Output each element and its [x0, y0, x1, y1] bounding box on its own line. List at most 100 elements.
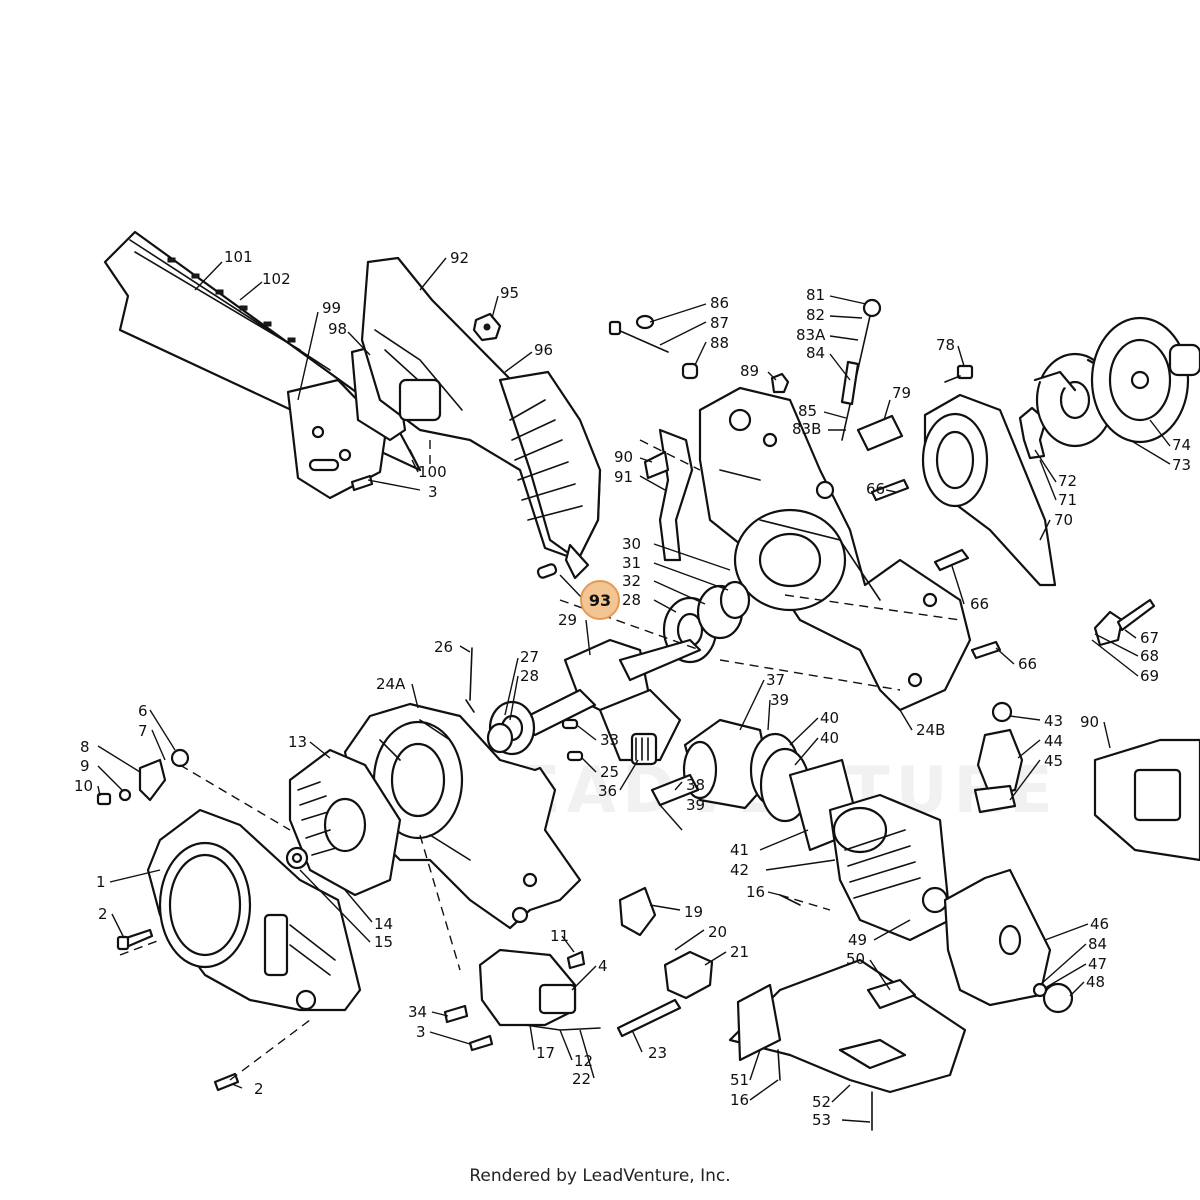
callout-38[interactable]: 38	[686, 776, 705, 794]
callout-66-a[interactable]: 66	[866, 480, 885, 498]
callout-67[interactable]: 67	[1140, 629, 1159, 647]
callout-70[interactable]: 70	[1054, 511, 1073, 529]
callout-41[interactable]: 41	[730, 841, 749, 859]
callout-96[interactable]: 96	[534, 341, 553, 359]
callout-27[interactable]: 27	[520, 648, 539, 666]
callout-16-upper[interactable]: 16	[746, 883, 765, 901]
piston-cylinder	[630, 718, 952, 942]
callout-79[interactable]: 79	[892, 384, 911, 402]
callout-47[interactable]: 47	[1088, 955, 1107, 973]
callout-53[interactable]: 53	[812, 1111, 831, 1129]
callout-101[interactable]: 101	[224, 248, 253, 266]
callout-26[interactable]: 26	[434, 638, 453, 656]
callout-33[interactable]: 33	[600, 731, 619, 749]
callout-68[interactable]: 68	[1140, 647, 1159, 665]
callout-44[interactable]: 44	[1044, 732, 1063, 750]
callout-12[interactable]: 12	[574, 1052, 593, 1070]
callout-86[interactable]: 86	[710, 294, 729, 312]
callout-71[interactable]: 71	[1058, 491, 1077, 509]
callout-37[interactable]: 37	[766, 671, 785, 689]
callout-11[interactable]: 11	[550, 927, 569, 945]
callout-84-upper[interactable]: 84	[806, 344, 825, 362]
clutch-assembly	[921, 316, 1200, 587]
callout-22[interactable]: 22	[572, 1070, 591, 1088]
callout-13[interactable]: 13	[288, 733, 307, 751]
callout-1[interactable]: 1	[96, 873, 106, 891]
callout-28-upper[interactable]: 28	[622, 591, 641, 609]
callout-39-upper[interactable]: 39	[770, 691, 789, 709]
callout-34[interactable]: 34	[408, 1003, 427, 1021]
callout-90-upper[interactable]: 90	[614, 448, 633, 466]
callout-14[interactable]: 14	[374, 915, 393, 933]
callout-2-upper[interactable]: 2	[98, 905, 108, 923]
callout-83b[interactable]: 83B	[792, 420, 821, 438]
callout-48[interactable]: 48	[1086, 973, 1105, 991]
callout-28-lower[interactable]: 28	[520, 667, 539, 685]
callout-43[interactable]: 43	[1044, 712, 1063, 730]
callout-21[interactable]: 21	[730, 943, 749, 961]
callout-32[interactable]: 32	[622, 572, 641, 590]
callout-31[interactable]: 31	[622, 554, 641, 572]
callout-69[interactable]: 69	[1140, 667, 1159, 685]
callout-23[interactable]: 23	[648, 1044, 667, 1062]
callout-29[interactable]: 29	[558, 611, 577, 629]
callout-49[interactable]: 49	[848, 931, 867, 949]
callout-40-b[interactable]: 40	[820, 729, 839, 747]
callout-100[interactable]: 100	[418, 463, 447, 481]
callout-52[interactable]: 52	[812, 1093, 831, 1111]
callout-19[interactable]: 19	[684, 903, 703, 921]
highlighted-callout-93[interactable]: 93	[559, 574, 620, 620]
callout-51[interactable]: 51	[730, 1071, 749, 1089]
callout-42[interactable]: 42	[730, 861, 749, 879]
callout-9[interactable]: 9	[80, 757, 90, 775]
callout-66-c[interactable]: 66	[1018, 655, 1037, 673]
callout-8[interactable]: 8	[80, 738, 90, 756]
highlight-marker	[580, 580, 620, 620]
callout-6[interactable]: 6	[138, 702, 148, 720]
callout-3-top[interactable]: 3	[428, 483, 438, 501]
callout-3-lower[interactable]: 3	[416, 1023, 426, 1041]
callout-4[interactable]: 4	[598, 957, 608, 975]
muffler	[943, 868, 1074, 1014]
callout-10[interactable]: 10	[74, 777, 93, 795]
callout-50[interactable]: 50	[846, 950, 865, 968]
callout-85[interactable]: 85	[798, 402, 817, 420]
callout-98[interactable]: 98	[328, 320, 347, 338]
callout-20[interactable]: 20	[708, 923, 727, 941]
callout-90-lower[interactable]: 90	[1080, 713, 1099, 731]
callout-84-lower[interactable]: 84	[1088, 935, 1107, 953]
callout-66-b[interactable]: 66	[970, 595, 989, 613]
callout-24b[interactable]: 24B	[916, 721, 945, 739]
callout-7[interactable]: 7	[138, 722, 148, 740]
callout-87[interactable]: 87	[710, 314, 729, 332]
callout-95[interactable]: 95	[500, 284, 519, 302]
callout-24a[interactable]: 24A	[376, 675, 406, 693]
callout-82[interactable]: 82	[806, 306, 825, 324]
callout-2-lower[interactable]: 2	[254, 1080, 264, 1098]
callout-16-lower[interactable]: 16	[730, 1091, 749, 1109]
callout-15[interactable]: 15	[374, 933, 393, 951]
callout-74[interactable]: 74	[1172, 436, 1191, 454]
callout-83a[interactable]: 83A	[796, 326, 826, 344]
callout-92[interactable]: 92	[450, 249, 469, 267]
callout-30[interactable]: 30	[622, 535, 641, 553]
callout-102[interactable]: 102	[262, 270, 291, 288]
callout-89[interactable]: 89	[740, 362, 759, 380]
callout-46[interactable]: 46	[1090, 915, 1109, 933]
callout-91[interactable]: 91	[614, 468, 633, 486]
callout-93[interactable]: 93	[589, 591, 611, 610]
callout-73[interactable]: 73	[1172, 456, 1191, 474]
callout-45[interactable]: 45	[1044, 752, 1063, 770]
callout-78[interactable]: 78	[936, 336, 955, 354]
leader-lines	[97, 257, 1171, 1123]
callout-39-lower[interactable]: 39	[686, 796, 705, 814]
callout-72[interactable]: 72	[1058, 472, 1077, 490]
assembly-lines	[119, 439, 961, 1081]
callout-40-a[interactable]: 40	[820, 709, 839, 727]
callout-88[interactable]: 88	[710, 334, 729, 352]
callout-81[interactable]: 81	[806, 286, 825, 304]
callout-25[interactable]: 25	[600, 763, 619, 781]
callout-99[interactable]: 99	[322, 299, 341, 317]
callout-17[interactable]: 17	[536, 1044, 555, 1062]
callout-36[interactable]: 36	[598, 782, 617, 800]
